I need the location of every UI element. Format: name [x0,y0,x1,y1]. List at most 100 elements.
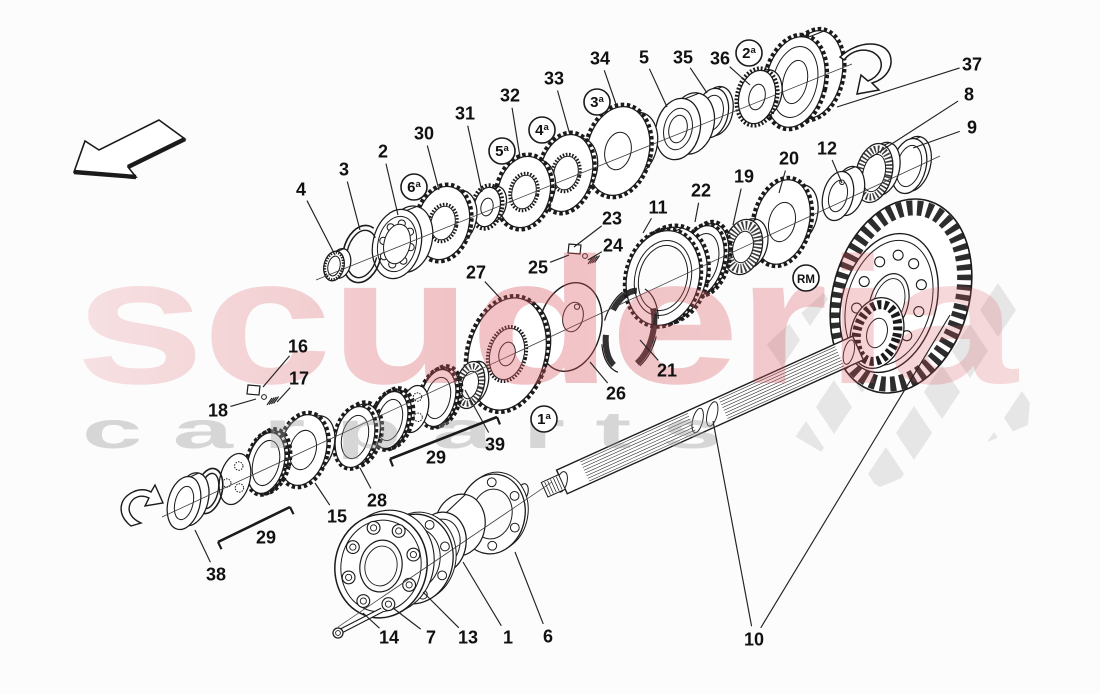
leader-line [314,482,331,506]
callout-25: 25 [528,254,570,278]
callout-11: 11 [642,198,668,234]
rotation-arrow-icon [120,483,165,527]
gear-position-badge-3ª: 3a [583,88,611,116]
flag-check [816,380,852,434]
hub-31 [469,183,508,231]
gear-position-badge-6ª: 6a [400,173,428,201]
part-number-label: 17 [289,369,309,389]
direction-arrows [72,43,892,527]
watermark-brand-text: scuderia [75,221,1020,422]
part-number-label: 16 [288,337,308,357]
rotation-arrow-icon [838,43,892,95]
part-number-label: 12 [817,139,837,159]
leader-line [346,181,361,231]
part-number-label: 35 [673,48,693,68]
group-bracket-29: 29 [217,505,295,550]
gear-position-badge-RM: RM [792,264,820,292]
flag-check [896,406,932,460]
synchro-spider [218,452,252,506]
callout-16: 16 [262,337,308,388]
callout-12: 12 [817,139,843,184]
badge-text: RM [797,274,815,286]
gear-position-badge-5ª: 5a [488,137,516,165]
leader-line [589,361,609,384]
callout-21: 21 [639,339,677,381]
thrust-disc-26 [537,281,603,373]
part-number-label: 7 [426,628,436,648]
leader-line [262,355,290,388]
leader-line [689,67,708,94]
callout-28: 28 [359,467,387,511]
part-number-label: 23 [602,209,622,229]
part-number-label: 29 [256,528,276,548]
leader-line [648,68,668,108]
callout-15: 15 [314,482,347,527]
part-number-label: 3 [339,160,349,180]
part-number-label: 37 [962,55,982,75]
flag-check [868,447,904,487]
part-number-label: 24 [603,236,623,256]
leader-line [514,551,544,625]
part-number-label: 8 [964,85,974,105]
leader-line [869,100,959,159]
callout-31: 31 [455,104,483,193]
axis-line [161,155,941,518]
leader-line [732,188,742,226]
callout-35: 35 [673,48,708,94]
leader-line [573,225,603,248]
callout-8: 8 [869,85,974,159]
part-number-label: 20 [779,149,799,169]
ring-28 [331,400,385,471]
leader-line [276,387,291,403]
leader-line [194,529,211,563]
leader-line [760,314,951,629]
callout-6: 6 [514,551,553,647]
callout-4: 4 [296,180,336,256]
callout-5: 5 [639,48,668,108]
bolt-14 [332,607,384,639]
part-number-label: 1 [503,628,513,648]
callout-38: 38 [194,529,226,585]
arrow-shadow-edge [127,137,186,169]
group-bracket-29: 29 [388,415,501,468]
watermark: scuderia c a r p a r t s [75,221,1022,460]
leader-line [836,67,960,108]
part-number-label: 34 [590,49,610,69]
callout-3: 3 [339,160,361,231]
leader-line [729,66,751,86]
part-number-label: 27 [466,263,486,283]
leader-line [464,389,490,433]
leader-line [511,107,521,158]
part-number-label: 26 [606,384,626,404]
leader-line [426,145,440,191]
part-number-label: 30 [414,124,434,144]
needle-bearing-39 [454,360,490,410]
leader-line [385,163,399,216]
part-number-label: 33 [544,69,564,89]
part-number-label: 11 [648,198,667,218]
callout-37: 37 [836,55,982,108]
callout-labels: 1234567891011121314151617181920212223242… [194,39,982,650]
callout-14: 14 [362,612,399,648]
leader-line [778,170,786,194]
callout-1: 1 [462,561,513,648]
axis-line [315,63,853,281]
leader-line [392,607,422,630]
leader-line [467,125,483,193]
part-number-label: 22 [691,181,711,201]
leader-line [639,339,659,361]
gear-2nd-speed [760,26,847,132]
part-number-label: 32 [500,86,520,106]
callout-20: 20 [778,149,799,194]
leader-line [642,217,653,234]
leader-line [462,561,502,627]
part-number-label: 18 [208,401,228,421]
callout-33: 33 [544,69,571,136]
synchro-ring [416,364,464,430]
callout-10: 10 [712,314,951,650]
part-number-label: 38 [206,565,226,585]
spacer-12 [821,165,866,222]
leader-line [712,420,753,627]
leader-line [831,159,843,184]
